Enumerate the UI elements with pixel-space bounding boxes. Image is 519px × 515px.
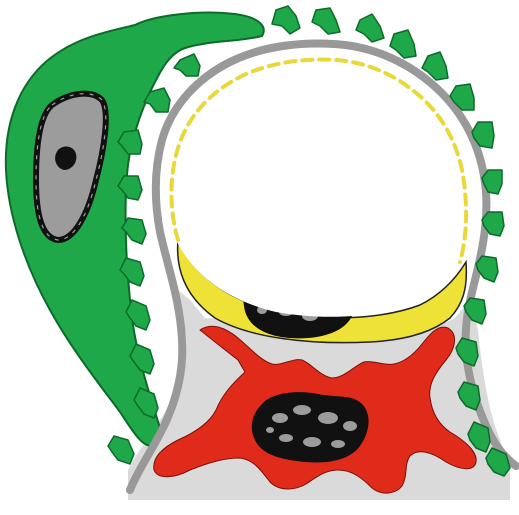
diagram — [0, 0, 519, 515]
